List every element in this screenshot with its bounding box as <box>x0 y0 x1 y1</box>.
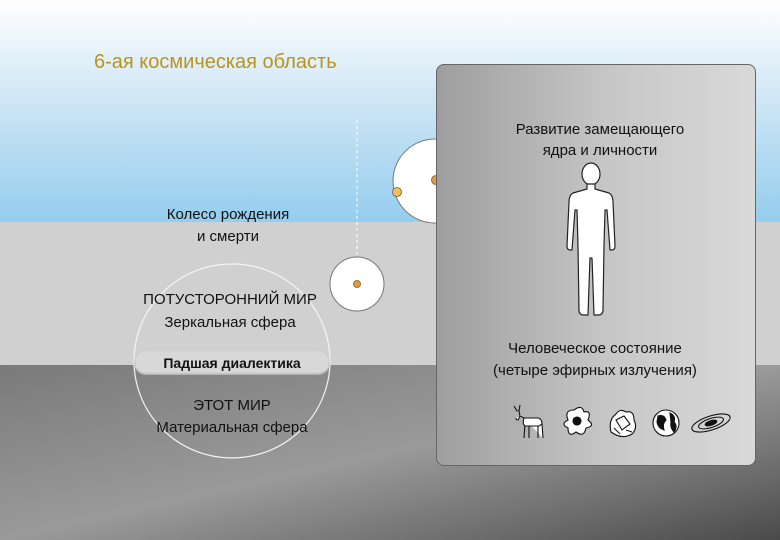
this-world-sphere: Материальная сфера <box>112 417 352 439</box>
other-world-name: ПОТУСТОРОННИЙ МИР <box>110 288 350 311</box>
deer-icon <box>514 405 543 438</box>
this-world-block: ЭТОТ МИР Материальная сфера <box>112 395 352 439</box>
lower-planet-dot <box>354 281 361 288</box>
development-label-line2: ядра и личности <box>460 140 740 161</box>
other-world-sphere: Зеркальная сфера <box>110 311 350 334</box>
human-state-label-line2: (четыре эфирных излучения) <box>450 360 740 382</box>
human-figure-icon <box>557 160 625 320</box>
human-state-label: Человеческое состояние (четыре эфирных и… <box>450 338 740 382</box>
kingdom-icons <box>508 402 734 442</box>
this-world-name: ЭТОТ МИР <box>112 395 352 417</box>
dialectic-pill: Падшая диалектика <box>134 351 330 375</box>
development-label: Развитие замещающего ядра и личности <box>460 119 740 161</box>
wheel-label-line1: Колесо рождения <box>128 204 328 226</box>
other-world-block: ПОТУСТОРОННИЙ МИР Зеркальная сфера <box>110 288 350 334</box>
mineral-icon <box>610 410 635 436</box>
galaxy-icon <box>690 410 732 436</box>
upper-planet-satellite <box>393 188 402 197</box>
wheel-label-line2: и смерти <box>128 226 328 248</box>
wheel-label: Колесо рождения и смерти <box>128 204 328 248</box>
development-label-line1: Развитие замещающего <box>460 119 740 140</box>
flower-icon <box>564 407 592 434</box>
page-title: 6-ая космическая область <box>94 51 337 74</box>
earth-globe-icon <box>653 410 679 436</box>
human-state-label-line1: Человеческое состояние <box>450 338 740 360</box>
